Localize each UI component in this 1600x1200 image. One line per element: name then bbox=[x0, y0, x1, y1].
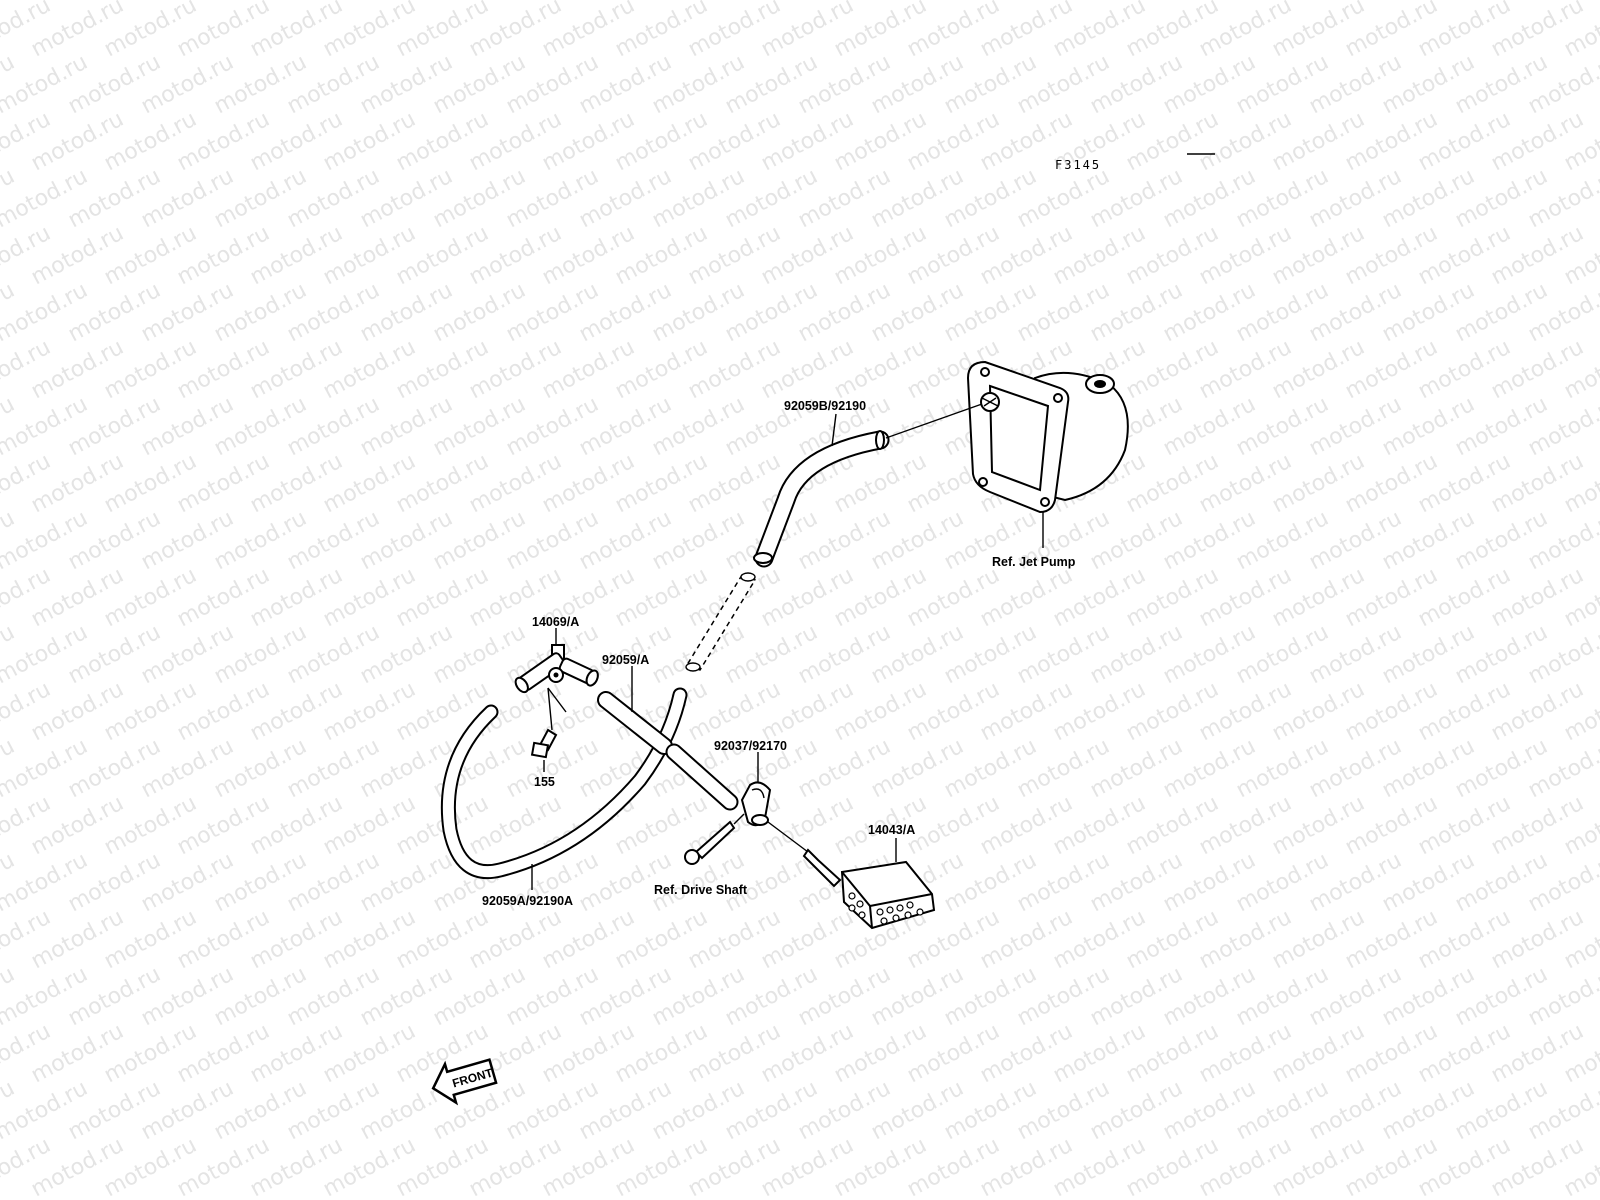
strainer-pipe[interactable] bbox=[665, 743, 739, 811]
bolt-155[interactable] bbox=[530, 728, 558, 759]
diagram-code: F3145 bbox=[1055, 158, 1101, 172]
clamp[interactable] bbox=[740, 781, 772, 827]
label-clamp: 92037/92170 bbox=[714, 739, 787, 753]
jet-pump[interactable] bbox=[966, 360, 1129, 514]
fitting[interactable] bbox=[513, 644, 600, 694]
front-arrow: FRONT bbox=[431, 1058, 498, 1106]
label-drive-shaft: Ref. Drive Shaft bbox=[654, 883, 748, 897]
label-fitting: 14069/A bbox=[532, 615, 579, 629]
label-hose-mid: 92059/A bbox=[602, 653, 649, 667]
short-hose[interactable] bbox=[597, 691, 673, 755]
label-bolt: 155 bbox=[534, 775, 555, 789]
fitting-to-bolt-line bbox=[547, 687, 553, 731]
leader-hose-top bbox=[831, 413, 837, 447]
fitting-to-bolt-line-2 bbox=[547, 687, 567, 713]
label-jet-pump: Ref. Jet Pump bbox=[992, 555, 1076, 569]
label-hose-top: 92059B/92190 bbox=[784, 399, 866, 413]
strainer-holes bbox=[848, 892, 924, 925]
bolt-to-clamp-line bbox=[733, 813, 745, 825]
hose-to-pump-line bbox=[885, 403, 983, 439]
drive-shaft-bolt[interactable] bbox=[684, 820, 736, 865]
label-strainer: 14043/A bbox=[868, 823, 915, 837]
strainer[interactable] bbox=[802, 848, 936, 930]
upper-hose[interactable] bbox=[753, 430, 890, 568]
lower-hose[interactable] bbox=[440, 687, 688, 880]
clamp-to-strainer-line bbox=[767, 821, 809, 853]
hidden-connector bbox=[685, 572, 757, 672]
label-hose-bottom: 92059A/92190A bbox=[482, 894, 573, 908]
